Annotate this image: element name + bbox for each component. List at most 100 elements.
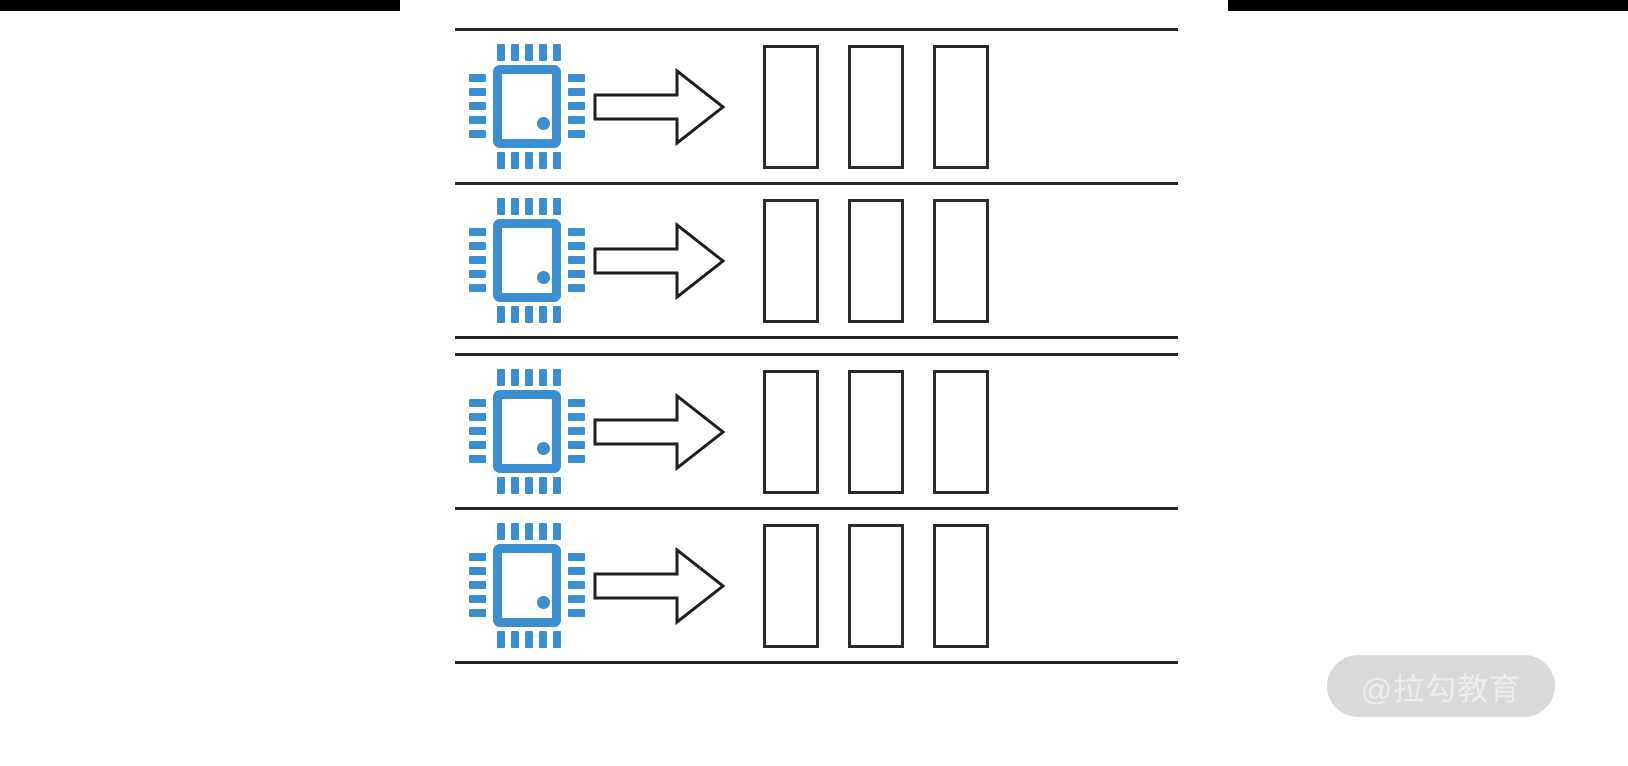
flow-arrow-icon	[593, 546, 725, 625]
chip-pin-right	[568, 581, 585, 589]
chip-pin-left	[469, 242, 486, 250]
chip-pin-top	[525, 198, 533, 215]
section-rule	[455, 182, 1178, 185]
chip-pin-top	[497, 369, 505, 386]
module-box	[763, 523, 819, 648]
module-group	[763, 44, 989, 169]
chip-pin-top	[525, 523, 533, 540]
chip-pin-top	[511, 369, 519, 386]
chip-pin-bottom	[497, 306, 505, 323]
chip-pin-top	[539, 44, 547, 61]
chip-pin1-marker-icon	[537, 117, 550, 130]
chip-pin-bottom	[539, 306, 547, 323]
chip-pin-left	[469, 567, 486, 575]
chip-pin-top	[539, 369, 547, 386]
chip-pin-top	[511, 44, 519, 61]
module-box	[763, 198, 819, 323]
chip-pin-left	[469, 553, 486, 561]
chip-pin-bottom	[497, 477, 505, 494]
chip-pin-top	[539, 198, 547, 215]
module-box	[763, 44, 819, 169]
chip-pin-top	[497, 44, 505, 61]
chip-pin-top	[553, 523, 561, 540]
chip-pin-right	[568, 242, 585, 250]
crop-bar-left	[0, 0, 400, 11]
module-box	[933, 44, 989, 169]
diagram-row	[455, 185, 1178, 336]
chip-pin-bottom	[553, 152, 561, 169]
chip-pin-top	[553, 369, 561, 386]
module-box	[763, 369, 819, 494]
chip-icon	[467, 44, 587, 169]
chip-pin-left	[469, 581, 486, 589]
chip-pin-top	[525, 44, 533, 61]
chip-pin-left	[469, 399, 486, 407]
chip-icon	[467, 369, 587, 494]
chip-pin-right	[568, 74, 585, 82]
chip-pin-left	[469, 74, 486, 82]
module-box	[848, 198, 904, 323]
chip-icon	[467, 523, 587, 648]
chip-pin-left	[469, 116, 486, 124]
chip-pin-left	[469, 455, 486, 463]
diagram-canvas	[455, 28, 1178, 664]
chip-pin-top	[511, 198, 519, 215]
section-rule	[455, 336, 1178, 339]
chip-pin-right	[568, 595, 585, 603]
chip-pin-bottom	[497, 152, 505, 169]
chip-pin-top	[497, 198, 505, 215]
chip-pin-left	[469, 284, 486, 292]
chip-pin-right	[568, 427, 585, 435]
chip-pin-left	[469, 88, 486, 96]
section-rule-group-start	[455, 353, 1178, 356]
diagram-row	[455, 356, 1178, 507]
watermark-text: @拉勾教育	[1360, 671, 1522, 707]
chip-pin-bottom	[525, 631, 533, 648]
chip-body	[493, 390, 561, 473]
chip-pin-bottom	[511, 477, 519, 494]
module-box	[848, 523, 904, 648]
chip-pin1-marker-icon	[537, 596, 550, 609]
module-box	[933, 198, 989, 323]
chip-pin-left	[469, 130, 486, 138]
chip-pin-bottom	[539, 631, 547, 648]
chip-pin-right	[568, 228, 585, 236]
chip-pin-top	[511, 523, 519, 540]
chip-pin-bottom	[511, 152, 519, 169]
diagram-row	[455, 510, 1178, 661]
chip-body	[493, 219, 561, 302]
chip-pin-left	[469, 427, 486, 435]
module-box	[848, 369, 904, 494]
chip-pin-top	[525, 369, 533, 386]
chip-pin-right	[568, 88, 585, 96]
chip-pin-bottom	[539, 477, 547, 494]
chip-pin-bottom	[553, 631, 561, 648]
chip-body	[493, 65, 561, 148]
flow-arrow-icon	[593, 221, 725, 300]
chip-pin-bottom	[525, 152, 533, 169]
module-group	[763, 523, 989, 648]
chip-pin-right	[568, 567, 585, 575]
chip-pin-left	[469, 228, 486, 236]
module-box	[933, 523, 989, 648]
chip-pin-right	[568, 130, 585, 138]
document-sheet	[400, 0, 1228, 766]
chip-pin-bottom	[497, 631, 505, 648]
flow-arrow-icon	[593, 392, 725, 471]
chip-pin-bottom	[525, 306, 533, 323]
chip-pin-left	[469, 256, 486, 264]
chip-pin-top	[553, 44, 561, 61]
chip-pin-right	[568, 399, 585, 407]
module-group	[763, 369, 989, 494]
module-group	[763, 198, 989, 323]
chip-pin-bottom	[553, 477, 561, 494]
chip-pin-right	[568, 441, 585, 449]
chip-pin-left	[469, 102, 486, 110]
crop-bar-right	[1228, 0, 1628, 11]
chip-pin-top	[497, 523, 505, 540]
section-rule	[455, 661, 1178, 664]
chip-pin-right	[568, 609, 585, 617]
section-rule-top	[455, 28, 1178, 31]
chip-pin1-marker-icon	[537, 271, 550, 284]
chip-body	[493, 544, 561, 627]
